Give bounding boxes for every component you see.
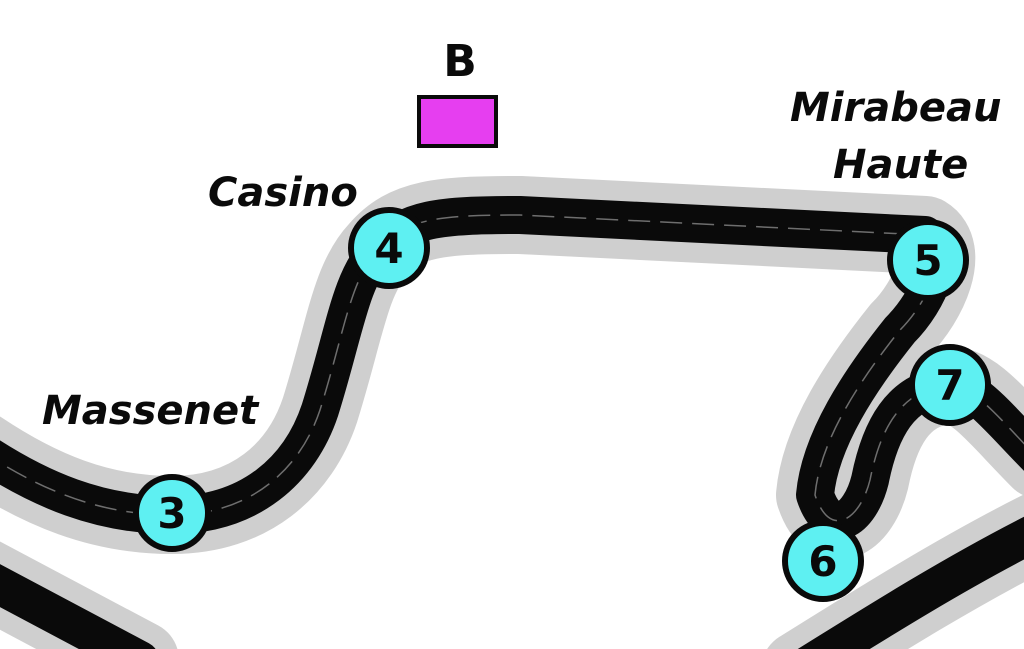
- turn-5-label: 5: [913, 236, 942, 285]
- turn-7-circle: [909, 344, 991, 426]
- turn-3-marker: 3: [133, 474, 211, 552]
- sector-b-marker: [417, 95, 498, 148]
- turn-7-label: 7: [935, 361, 964, 410]
- sector-b-label: B: [443, 36, 477, 87]
- racing-line: [0, 214, 1024, 522]
- turn-4-circle: [348, 207, 430, 289]
- turn-6-circle: [782, 520, 864, 602]
- turn-5-marker: 5: [887, 219, 969, 301]
- turn-4-marker: 4: [348, 207, 430, 289]
- turn-4-label: 4: [374, 224, 403, 273]
- corner-name-mirabeau: Mirabeau: [790, 85, 1001, 131]
- turn-6-marker: 6: [782, 520, 864, 602]
- turn-3-circle: [133, 474, 211, 552]
- turn-5-circle: [887, 219, 969, 301]
- turn-6-label: 6: [808, 537, 837, 586]
- track-lower-left: [0, 564, 156, 649]
- racing-line-main: [0, 214, 1024, 522]
- corner-name-casino: Casino: [208, 170, 358, 216]
- turn-7-marker: 7: [909, 344, 991, 426]
- corner-name-haute: Haute: [833, 142, 968, 188]
- track-lower-right: [797, 516, 1024, 649]
- turn-3-label: 3: [157, 489, 186, 538]
- corner-name-massenet: Massenet: [42, 388, 260, 434]
